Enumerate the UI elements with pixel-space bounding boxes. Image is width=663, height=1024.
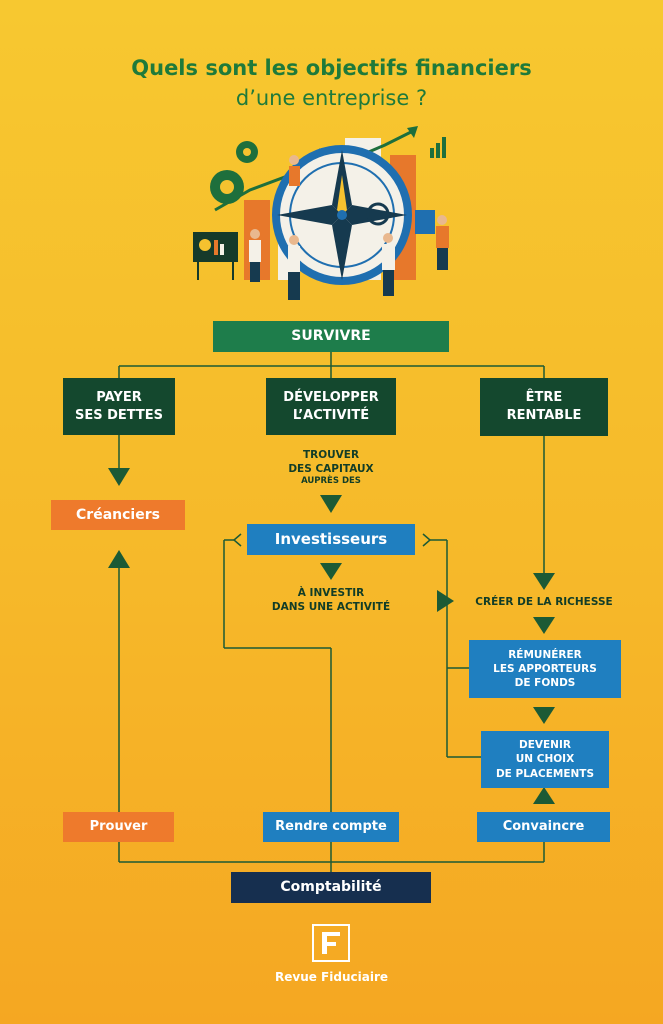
convaincre-box: Convaincre bbox=[477, 812, 610, 842]
arrow-down bbox=[533, 617, 555, 634]
survivre-box: SURVIVRE bbox=[213, 321, 449, 352]
creer-richesse-label: CRÉER DE LA RICHESSE bbox=[475, 596, 613, 608]
creanciers-box: Créanciers bbox=[51, 500, 185, 530]
arrow-right bbox=[422, 533, 432, 547]
revue-fiduciaire-logo-icon bbox=[312, 924, 350, 962]
arrow-down bbox=[320, 563, 342, 580]
arrow-down bbox=[320, 495, 342, 513]
page-subtitle: d’une entreprise ? bbox=[235, 86, 428, 110]
aupres-des-label: AUPRÈS DES bbox=[301, 476, 361, 486]
finance-illustration bbox=[193, 126, 449, 300]
arrow-down bbox=[533, 573, 555, 590]
etre-rentable-box: ÊTRE RENTABLE bbox=[480, 378, 608, 436]
arrow-right bbox=[437, 590, 454, 612]
arrow-up bbox=[533, 787, 555, 804]
trouver-capitaux-label: TROUVER DES CAPITAUX bbox=[288, 449, 374, 476]
payer-dettes-box: PAYER SES DETTES bbox=[63, 378, 175, 435]
arrow-up bbox=[108, 550, 130, 568]
page-title: Quels sont les objectifs financiers bbox=[131, 56, 532, 80]
magnifier-icon bbox=[366, 202, 390, 226]
prouver-box: Prouver bbox=[63, 812, 174, 842]
developper-activite-box: DÉVELOPPER L’ACTIVITÉ bbox=[266, 378, 396, 435]
brand-name: Revue Fiduciaire bbox=[275, 970, 388, 984]
gear-icon bbox=[210, 141, 258, 204]
people-icon bbox=[249, 155, 449, 300]
compass-icon bbox=[272, 145, 412, 285]
remunerer-box: RÉMUNÉRER LES APPORTEURS DE FONDS bbox=[469, 640, 621, 698]
devenir-placements-box: DEVENIR UN CHOIX DE PLACEMENTS bbox=[481, 731, 609, 788]
arrow-down bbox=[533, 707, 555, 724]
arrow-down bbox=[108, 468, 130, 486]
rendre-compte-box: Rendre compte bbox=[263, 812, 399, 842]
investir-label: À INVESTIR DANS UNE ACTIVITÉ bbox=[271, 587, 391, 614]
comptabilite-box: Comptabilité bbox=[231, 872, 431, 903]
investisseurs-box: Investisseurs bbox=[247, 524, 415, 555]
arrow-left bbox=[232, 533, 242, 547]
